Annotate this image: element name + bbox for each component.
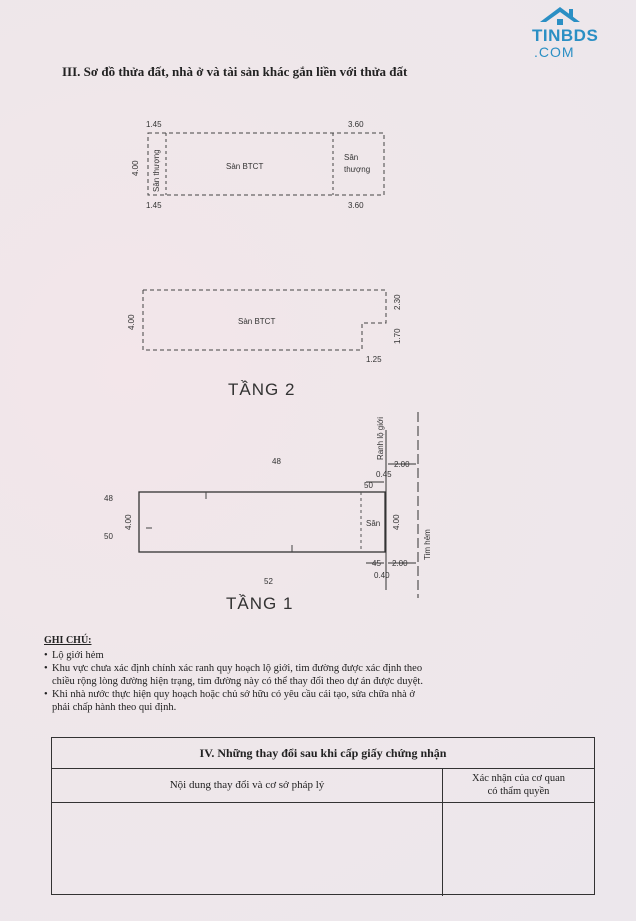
notes-section: GHI CHÚ: Lộ giới hẻm Khu vực chưa xác đị… (44, 634, 604, 714)
dim-label: 0.45 (376, 470, 392, 479)
dim-label: 0.40 (374, 571, 390, 580)
dim-label: 4.00 (131, 160, 140, 176)
section-title: III. Sơ đồ thửa đất, nhà ở và tài sản kh… (62, 64, 408, 79)
dim-label: 3.60 (348, 120, 364, 129)
dim-label: 45 (372, 559, 381, 568)
changes-table-title: IV. Những thay đổi sau khi cấp giấy chứn… (52, 738, 594, 769)
note-item-cont: chiều rộng lòng đường hiện trạng, tim đư… (52, 676, 423, 687)
floor2-title: TẦNG 2 (228, 380, 296, 399)
dim-label: 4.00 (392, 514, 401, 530)
column-header-line: có thẩm quyền (487, 786, 550, 797)
dim-label: 2.30 (393, 294, 402, 310)
changes-table-header: Nội dung thay đổi và cơ sở pháp lý Xác n… (52, 769, 594, 803)
dim-label: 1.45 (146, 120, 162, 129)
logo-text-domain: .COM (534, 44, 575, 60)
content-cell (52, 803, 443, 896)
house-roof-icon (540, 7, 580, 25)
lot-number: 48 (272, 457, 281, 466)
notes-heading: GHI CHÚ: (44, 635, 92, 646)
room-label: Sân thượng (152, 149, 161, 192)
lot-number: 48 (104, 494, 113, 503)
changes-table: IV. Những thay đổi sau khi cấp giấy chứn… (51, 737, 595, 896)
road-center-label: Tim hẻm (423, 529, 432, 560)
room-label: thượng (344, 165, 370, 174)
dim-label: 1.45 (146, 201, 162, 210)
dim-label: 1.70 (393, 328, 402, 344)
room-label: Sàn BTCT (238, 317, 275, 326)
floor1-plan: 48 52 48 50 4.00 4.00 Sân Ranh lộ giới T… (104, 412, 432, 598)
site-logo[interactable]: TINBDS .COM (528, 4, 598, 62)
column-header-content: Nội dung thay đổi và cơ sở pháp lý (52, 769, 443, 802)
dim-label: 4.00 (127, 314, 136, 330)
dim-label: 2.00 (392, 559, 408, 568)
floor2-outline (142, 289, 387, 351)
dim-label: 4.00 (124, 514, 133, 530)
column-header-line: Xác nhận của cơ quan (471, 773, 565, 784)
note-item: Lộ giới hẻm (44, 649, 604, 662)
column-header-confirmation: Xác nhận của cơ quan có thẩm quyền (443, 769, 594, 802)
note-item: Khu vực chưa xác định chính xác ranh quy… (44, 662, 604, 675)
note-item: Khi nhà nước thực hiện quy hoạch hoặc ch… (44, 688, 604, 701)
floor1-title: TẦNG 1 (226, 594, 294, 613)
dim-label: 3.60 (348, 201, 364, 210)
changes-table-body (52, 803, 594, 896)
room-label: Sân (344, 153, 358, 162)
room-label: Sân (366, 519, 380, 528)
dim-label: 1.25 (366, 355, 382, 364)
floor2-plan: Sàn BTCT 4.00 2.30 1.70 1.25 (127, 289, 402, 364)
logo-text-main: TINBDS (532, 26, 599, 45)
lot-number: 50 (104, 532, 113, 541)
lot-number: 52 (264, 577, 273, 586)
boundary-label: Ranh lộ giới (376, 417, 385, 460)
roof-outline (147, 132, 385, 196)
roof-plan: 1.45 3.60 1.45 3.60 4.00 Sân thượng Sàn … (131, 120, 385, 210)
note-item-cont: phải chấp hành theo qui định. (52, 702, 177, 713)
dim-label: 50 (364, 481, 373, 490)
floor1-outline (138, 491, 386, 553)
land-plot-diagram: 1.45 3.60 1.45 3.60 4.00 Sân thượng Sàn … (104, 120, 432, 598)
room-label: Sàn BTCT (226, 162, 263, 171)
dim-label: 2.00 (394, 460, 410, 469)
